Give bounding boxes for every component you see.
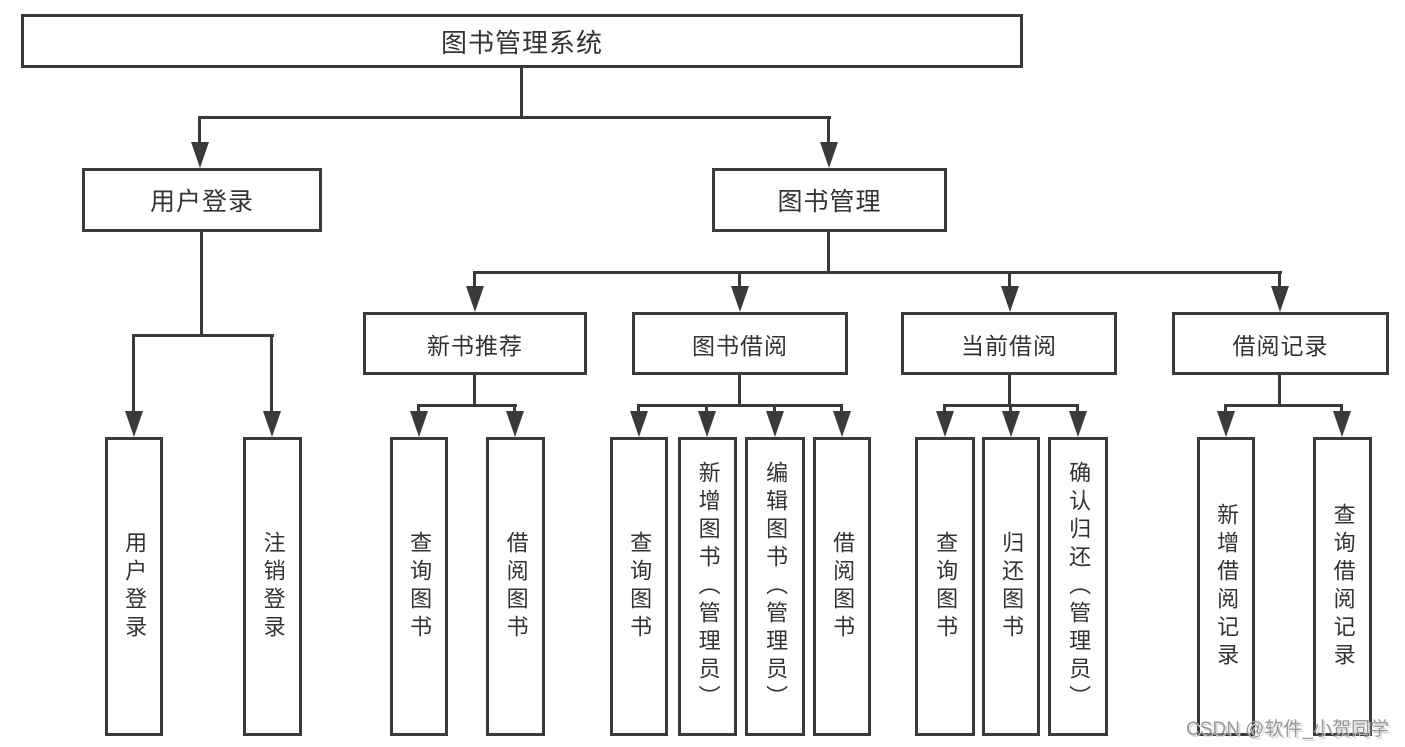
- connector-line: [637, 404, 843, 407]
- arrowhead-down-icon: [191, 142, 209, 168]
- connector-line: [840, 404, 843, 413]
- node-book-borrow: 图书借阅: [632, 312, 848, 375]
- leaf-add-book-admin: 新增图书（管理员）: [678, 437, 737, 736]
- arrowhead-down-icon: [466, 286, 484, 312]
- arrowhead-down-icon: [820, 142, 838, 168]
- csdn-watermark: CSDN @软件_小贺同学: [1186, 719, 1389, 740]
- leaf-query-books-current: 查询图书: [915, 437, 975, 736]
- leaf-edit-book-admin: 编辑图书（管理员）: [745, 437, 805, 736]
- connector-line: [473, 271, 1282, 274]
- arrowhead-down-icon: [1217, 411, 1235, 437]
- arrowhead-down-icon: [1002, 411, 1020, 437]
- connector-line: [198, 116, 201, 144]
- arrowhead-down-icon: [833, 411, 851, 437]
- arrowhead-down-icon: [936, 411, 954, 437]
- connector-line: [1340, 404, 1343, 413]
- node-new-book-recommend: 新书推荐: [363, 312, 587, 375]
- connector-line: [1009, 404, 1012, 413]
- arrowhead-down-icon: [1001, 286, 1019, 312]
- connector-line: [1008, 271, 1011, 288]
- leaf-query-borrow-record: 查询借阅记录: [1313, 437, 1372, 736]
- connector-line: [473, 373, 476, 406]
- node-borrow-records: 借阅记录: [1172, 312, 1389, 375]
- connector-line: [417, 404, 420, 413]
- arrowhead-down-icon: [731, 286, 749, 312]
- arrowhead-down-icon: [1333, 411, 1351, 437]
- connector-line: [1008, 373, 1011, 406]
- connector-line: [705, 404, 708, 413]
- connector-line: [1076, 404, 1079, 413]
- leaf-user-login: 用户登录: [105, 437, 163, 736]
- connector-line: [132, 334, 135, 413]
- leaf-return-book: 归还图书: [982, 437, 1040, 736]
- connector-line: [270, 334, 273, 413]
- leaf-borrow-books: 借阅图书: [813, 437, 871, 736]
- arrowhead-down-icon: [410, 411, 428, 437]
- leaf-logout: 注销登录: [243, 437, 302, 736]
- arrowhead-down-icon: [698, 411, 716, 437]
- arrowhead-down-icon: [263, 411, 281, 437]
- arrowhead-down-icon: [506, 411, 524, 437]
- connector-line: [132, 334, 274, 337]
- connector-line: [520, 66, 523, 118]
- connector-line: [1278, 373, 1281, 406]
- arrowhead-down-icon: [630, 411, 648, 437]
- node-user-login: 用户登录: [82, 168, 322, 232]
- connector-line: [738, 271, 741, 288]
- connector-line: [827, 230, 830, 273]
- arrowhead-down-icon: [1271, 286, 1289, 312]
- leaf-query-books-borrow: 查询图书: [610, 437, 668, 736]
- arrowhead-down-icon: [125, 411, 143, 437]
- leaf-query-books-recommend: 查询图书: [390, 437, 448, 736]
- connector-line: [200, 230, 203, 336]
- leaf-borrow-books-recommend: 借阅图书: [486, 437, 545, 736]
- connector-line: [1278, 271, 1281, 288]
- node-root: 图书管理系统: [21, 14, 1023, 68]
- connector-line: [513, 404, 516, 413]
- connector-line: [473, 271, 476, 288]
- connector-line: [773, 404, 776, 413]
- connector-line: [1224, 404, 1227, 413]
- arrowhead-down-icon: [1069, 411, 1087, 437]
- connector-line: [417, 404, 517, 407]
- node-current-borrow: 当前借阅: [901, 312, 1117, 375]
- connector-line: [943, 404, 946, 413]
- node-book-management: 图书管理: [712, 168, 947, 232]
- connector-line: [1224, 404, 1343, 407]
- connector-line: [738, 373, 741, 406]
- connector-line: [827, 116, 830, 144]
- arrowhead-down-icon: [766, 411, 784, 437]
- connector-line: [198, 116, 831, 119]
- connector-line: [637, 404, 640, 413]
- leaf-add-borrow-record: 新增借阅记录: [1197, 437, 1255, 736]
- leaf-confirm-return-admin: 确认归还（管理员）: [1048, 437, 1108, 736]
